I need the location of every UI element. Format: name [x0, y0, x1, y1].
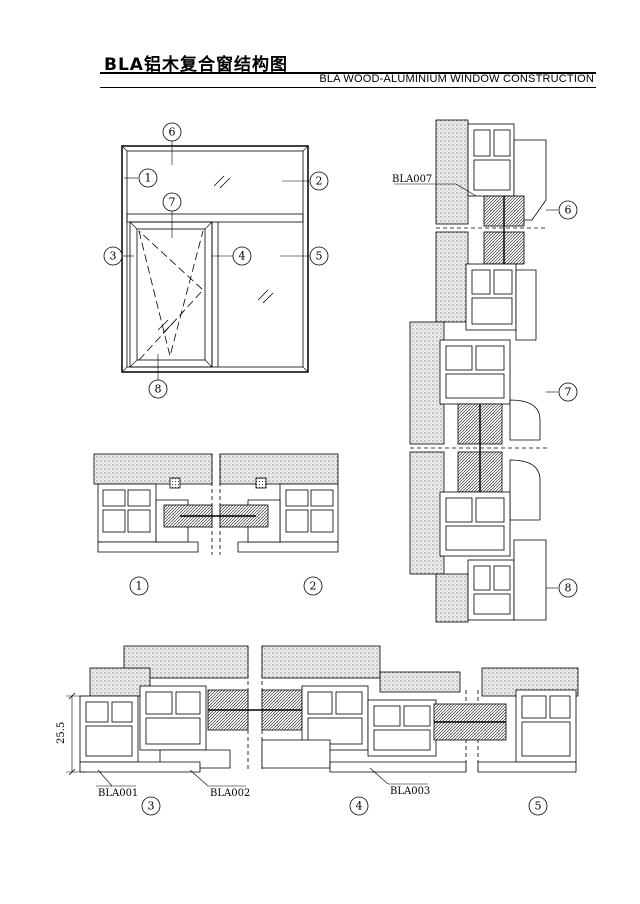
section-circle-3	[141, 796, 161, 816]
callout-label-2: 2	[316, 175, 323, 188]
vertical-section-6-7-8	[394, 119, 558, 623]
section-circle-6	[558, 200, 578, 220]
part-label-bla001: BLA001	[98, 788, 138, 799]
section-circle-7	[558, 382, 578, 402]
title-rule-bottom	[100, 87, 596, 88]
section-circle-2	[303, 576, 323, 596]
section-label-6: 6	[565, 204, 572, 217]
callout-circle-6	[162, 122, 182, 142]
title-rule-top	[100, 72, 596, 74]
section-label-2: 2	[310, 580, 317, 593]
part-label-bla003: BLA003	[390, 786, 430, 797]
section-label-4: 4	[356, 800, 363, 813]
callout-label-3: 3	[110, 250, 117, 263]
section-label-8: 8	[565, 582, 572, 595]
section-circle-4	[349, 796, 369, 816]
section-circle-8	[558, 578, 578, 598]
callout-circle-5	[309, 246, 329, 266]
callout-circle-1	[138, 168, 158, 188]
callout-label-1: 1	[145, 172, 152, 185]
callout-label-7: 7	[169, 196, 176, 209]
callout-label-5: 5	[316, 250, 323, 263]
section-label-3: 3	[148, 800, 155, 813]
drawing-title-cn: BLA铝木复合窗结构图	[104, 55, 288, 75]
section-label-7: 7	[565, 386, 572, 399]
callout-circle-7	[162, 192, 182, 212]
horizontal-section-1-2	[93, 453, 339, 555]
callout-label-6: 6	[169, 126, 176, 139]
section-label-1: 1	[136, 580, 143, 593]
part-label-bla002: BLA002	[210, 788, 250, 799]
section-circle-5	[528, 796, 548, 816]
drawing-title-en: BLA WOOD-ALUMINIUM WINDOW CONSTRUCTION	[319, 73, 594, 85]
part-label-bla007: BLA007	[392, 174, 432, 185]
dimension-label: 25.5	[56, 722, 67, 744]
callout-circle-3	[103, 246, 123, 266]
callout-circle-4	[232, 246, 252, 266]
section-circle-1	[129, 576, 149, 596]
callout-label-8: 8	[155, 383, 162, 396]
callout-circle-2	[309, 171, 329, 191]
callout-label-4: 4	[239, 250, 246, 263]
horizontal-section-3-4-5	[66, 645, 579, 787]
window-elevation	[121, 141, 309, 380]
callout-circle-8	[148, 379, 168, 399]
section-label-5: 5	[535, 800, 542, 813]
